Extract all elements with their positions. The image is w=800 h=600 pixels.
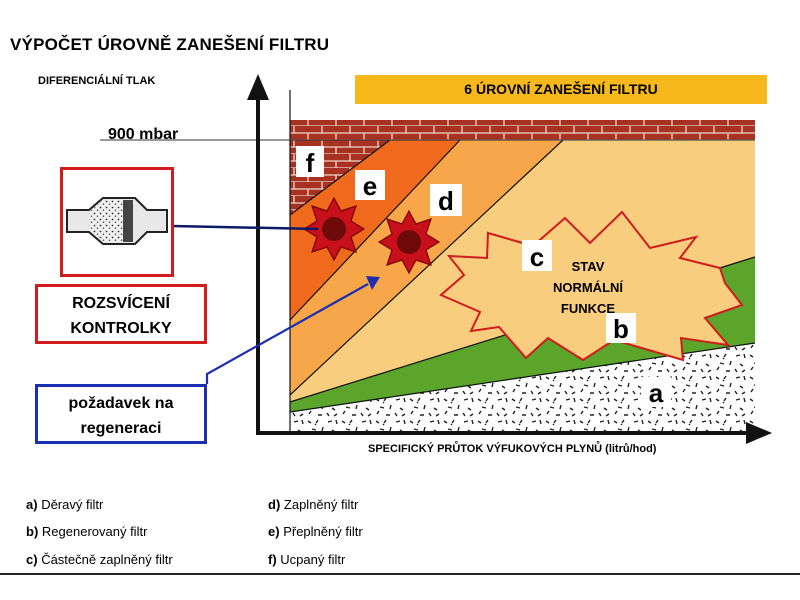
normal-state-line3: FUNKCE xyxy=(561,301,615,316)
zone-b-label: b xyxy=(613,314,629,344)
normal-state-line1: STAV xyxy=(572,259,605,274)
zone-e-tile xyxy=(355,170,385,200)
legend-item-c: c) Částečně zaplněný filtr xyxy=(26,552,173,567)
zone-a-label: a xyxy=(649,378,664,408)
regen-line2: regeneraci xyxy=(80,420,162,437)
zone-f-area xyxy=(290,120,755,140)
regen-line1: požadavek na xyxy=(68,395,174,412)
levels-banner: 6 ÚROVNÍ ZANEŠENÍ FILTRU xyxy=(355,75,767,104)
warning-light-box: ROZSVÍCENÍ KONTROLKY xyxy=(35,284,207,344)
y-axis-label: DIFERENCIÁLNÍ TLAK xyxy=(38,75,156,87)
diagram-title: VÝPOČET ÚROVNĚ ZANEŠENÍ FILTRU xyxy=(10,35,330,54)
legend-item-a: a) Děravý filtr xyxy=(26,497,104,512)
zone-b-tile xyxy=(606,313,636,343)
axes xyxy=(247,74,772,444)
zone-a-tile xyxy=(641,377,671,407)
normal-state-burst xyxy=(439,210,744,362)
x-axis-label: SPECIFICKÝ PRŮTOK VÝFUKOVÝCH PLYNŮ (litr… xyxy=(368,443,657,455)
normal-state-line2: NORMÁLNÍ xyxy=(553,280,623,295)
legend-item-b: b) Regenerovaný filtr xyxy=(26,524,148,539)
warning-line1: ROZSVÍCENÍ xyxy=(72,295,170,312)
warning-line2: KONTROLKY xyxy=(70,320,172,337)
zone-f-tile xyxy=(296,146,324,177)
bottom-divider xyxy=(0,573,800,575)
legend-item-f: f) Ucpaný filtr xyxy=(268,552,346,567)
zone-e-label: e xyxy=(363,171,377,201)
zone-d-label: d xyxy=(438,186,454,216)
legend-item-d: d) Zaplněný filtr xyxy=(268,497,359,512)
zone-f-label: f xyxy=(306,148,315,178)
warning-star-core xyxy=(397,230,421,254)
zone-d-tile xyxy=(430,184,462,216)
particle-filter-icon xyxy=(66,197,168,245)
particle-filter-box xyxy=(60,167,174,277)
zone-a-area xyxy=(290,343,755,432)
regen-arrow xyxy=(205,276,380,384)
pressure-threshold-label: 900 mbar xyxy=(108,126,179,143)
regeneration-request-box: požadavek na regeneraci xyxy=(35,384,207,444)
zone-c-label: c xyxy=(530,242,544,272)
warning-star-core xyxy=(322,217,346,241)
legend-item-e: e) Přeplněný filtr xyxy=(268,524,363,539)
zone-c-tile xyxy=(522,240,552,271)
